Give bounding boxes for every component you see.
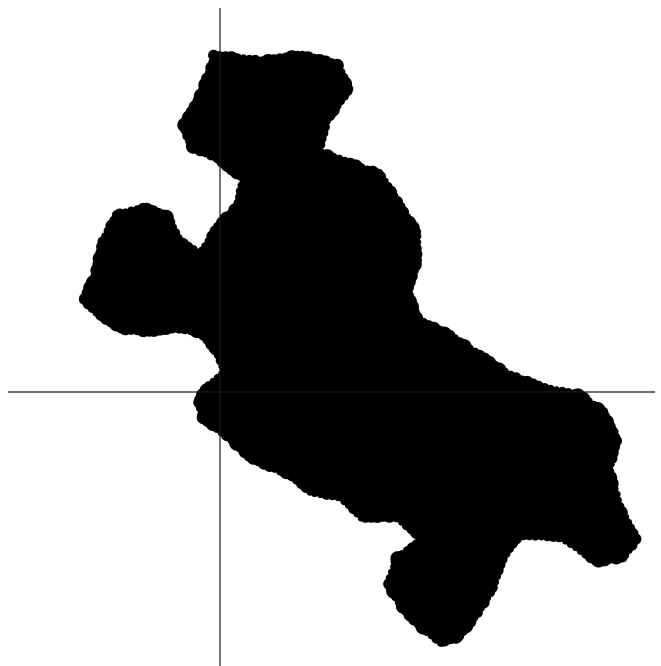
fractal-lobe [501, 542, 508, 549]
fractal-lobe [176, 251, 180, 255]
fractal-lobe [318, 106, 325, 113]
fractal-lobe [321, 162, 328, 169]
fractal-lobe [580, 542, 588, 550]
fractal-lobe [393, 584, 398, 589]
fractal-lobe [359, 163, 365, 169]
fractal-lobe [156, 319, 161, 324]
fractal-lobe [597, 422, 603, 428]
fractal-lobe [607, 487, 613, 493]
fractal-lobe [428, 335, 432, 339]
fractal-lobe [453, 614, 463, 624]
fractal-lobe [476, 364, 482, 370]
fractal-lobe [146, 219, 151, 224]
fractal-lobe [202, 409, 210, 417]
fractal-lobe [242, 201, 249, 208]
fractal-lobe [107, 258, 112, 263]
fractal-lobe [231, 223, 238, 230]
fractal-lobe [388, 569, 395, 576]
fractal-lobe [400, 229, 408, 237]
fractal-lobe [333, 71, 338, 76]
fractal-lobe [229, 153, 238, 162]
fractal-lobe [277, 61, 285, 69]
fractal-lobe [217, 54, 225, 62]
fractal-lobe [302, 472, 312, 482]
fractal-lobe [406, 598, 414, 606]
fractal-lobe [367, 178, 372, 183]
fractal-lobe [438, 627, 446, 635]
fractal-lobe [233, 60, 241, 68]
fractal-lobe [98, 284, 103, 289]
fractal-lobe [487, 570, 495, 578]
fractal-lobe [311, 140, 318, 147]
fractal-lobe [624, 534, 629, 539]
fractal-lobe [244, 189, 252, 197]
fractal-lobe [574, 404, 580, 410]
fractal-lobe [141, 318, 147, 324]
fractal-lobe [223, 353, 232, 362]
fractal-lobe [248, 444, 252, 448]
fractal-lobe [267, 68, 272, 73]
fractal-lobe [545, 390, 554, 399]
fractal-lobe [238, 213, 247, 222]
fractal-lobe [492, 375, 497, 380]
fractal-lobe [421, 552, 426, 557]
fractal-lobe [397, 306, 406, 315]
fractal-lobe [427, 617, 432, 622]
fractal-lobe [402, 318, 410, 326]
fractal-lobe [607, 437, 612, 442]
fractal-lobe [484, 583, 488, 587]
fractal-lobe [319, 487, 324, 492]
fractal-lobe [488, 578, 493, 583]
fractal-lobe [406, 515, 416, 525]
fractal-lobe [264, 450, 273, 459]
fractal-lobe [438, 340, 443, 345]
fractal-lobe [316, 140, 326, 150]
fractal-lobe [272, 63, 277, 68]
fractal-lobe [499, 548, 505, 554]
fractal-lobe [360, 509, 370, 519]
fractal-lobe [94, 300, 101, 307]
fractal-lobe [411, 234, 415, 238]
fractal-lobe [417, 610, 423, 616]
fractal-lobe [208, 397, 215, 404]
fractal-lobe [179, 316, 184, 321]
fractal-lobe [315, 136, 319, 140]
fractal-lobe [105, 235, 112, 242]
fractal-lobe [339, 84, 346, 91]
fractal-lobe [189, 245, 197, 253]
fractal-lobe [399, 563, 407, 571]
fractal-lobe [206, 327, 213, 334]
fractal-lobe [129, 214, 136, 221]
fractal-lobe [210, 144, 218, 152]
fractal-lobe [227, 64, 233, 70]
fractal-lobe [243, 183, 249, 189]
fractal-lobe [312, 127, 320, 135]
fractal-lobe [229, 427, 234, 432]
fractal-lobe [551, 527, 556, 532]
fractal-lobe [492, 560, 497, 565]
fractal-lobe [442, 635, 447, 640]
fractal-lobe [206, 95, 215, 104]
fractal-lobe [394, 281, 400, 287]
